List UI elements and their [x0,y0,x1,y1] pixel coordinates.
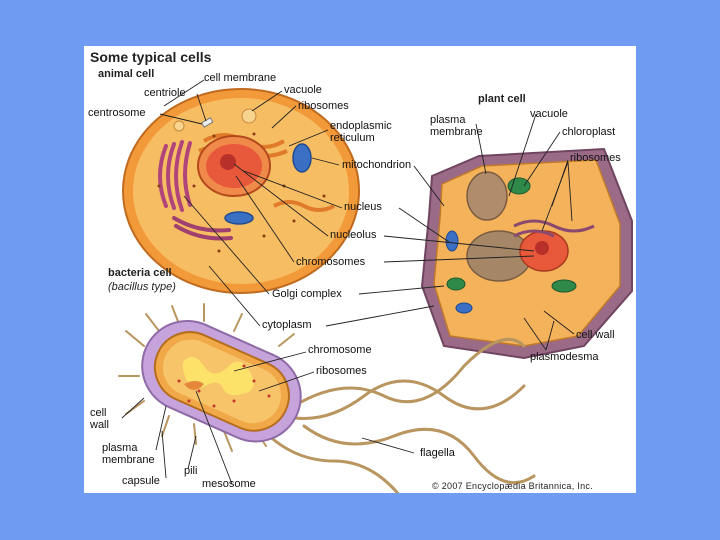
label-pili: pili [184,465,198,477]
label-nucleus: nucleus [344,201,382,213]
bacteria-cell-subheader: (bacillus type) [108,281,176,293]
label-cytoplasm: cytoplasm [262,319,312,331]
animal-mitochondrion [292,143,312,173]
animal-cell [122,88,360,294]
label-bacteria-chromosome: chromosome [308,344,372,356]
label-chloroplast: chloroplast [562,126,616,138]
plant-vacuole-2 [466,171,508,221]
label-plant-vacuole: vacuole [530,108,568,120]
label-plant-cell-wall: cell wall [576,329,615,341]
plant-golgi [513,219,595,238]
label-plasmodesma: plasmodesma [530,351,599,363]
label-endoplasmic-reticulum: endoplasmic reticulum [330,120,392,144]
animal-mitochondrion-2 [224,211,254,225]
plant-nucleolus [535,241,549,255]
cell-diagram-figure: Some typical cells animal cell cell memb… [84,46,636,493]
plant-mitochondrion-2 [455,302,473,314]
plant-chloroplast [507,177,531,195]
label-mitochondrion: mitochondrion [342,159,412,171]
animal-cell-header: animal cell [98,68,155,80]
animal-vacuole-2 [173,120,185,132]
animal-vacuole [241,108,257,124]
bacteria-cell-header: bacteria cell [108,267,172,279]
plant-cell-header: plant cell [478,93,526,105]
label-capsule: capsule [122,475,160,487]
label-flagella: flagella [420,447,455,459]
figure-title: Some typical cells [90,49,212,65]
bacteria-mesosome [184,381,204,390]
bacteria-ribosomes [177,364,271,408]
cell-illustrations [118,79,633,493]
plant-mitochondrion [445,230,459,252]
label-bacteria-ribosomes: ribosomes [316,365,367,377]
label-animal-ribosomes: ribosomes [298,100,349,112]
label-centrosome: centrosome [88,107,146,119]
label-golgi-complex: Golgi complex [272,288,342,300]
label-nucleolus: nucleolus [330,229,377,241]
bacteria-flagella [262,337,536,493]
label-chromosomes: chromosomes [296,256,366,268]
bacteria-cell [118,303,536,493]
plant-chloroplast-3 [551,279,577,293]
label-bacteria-plasma-membrane: plasma membrane [102,442,155,466]
animal-golgi-complex [158,140,192,212]
label-animal-vacuole: vacuole [284,84,322,96]
copyright-notice: © 2007 Encyclopædia Britannica, Inc. [432,481,594,491]
plant-cell [420,147,633,360]
label-plant-ribosomes: ribosomes [570,152,621,164]
label-centriole: centriole [144,87,186,99]
animal-golgi-lower [172,216,233,241]
label-mesosome: mesosome [202,478,256,490]
plant-chloroplast-2 [446,277,466,291]
label-cell-membrane: cell membrane [204,72,277,84]
label-plasma-membrane-plant: plasma membrane [430,114,483,138]
animal-nucleolus [220,154,236,170]
label-bacteria-cell-wall: cell wall [90,407,109,431]
leader-lines [121,79,575,485]
